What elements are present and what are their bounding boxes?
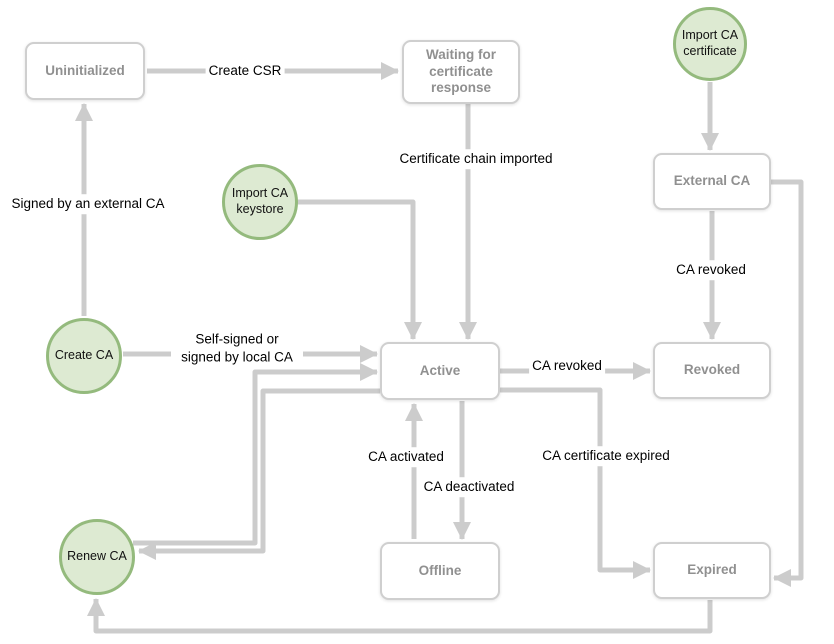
edge-label-ca-deactivated: CA deactivated <box>420 477 518 497</box>
edge-label-ca-revoked-active: CA revoked <box>529 356 605 376</box>
edge-label-ca-activated: CA activated <box>365 447 447 467</box>
action-create-ca-label: Create CA <box>54 348 114 363</box>
edge-label-self-signed: Self-signed or signed by local CA <box>171 329 303 367</box>
edge-expired-renew <box>87 598 713 634</box>
action-renew-ca-label: Renew CA <box>67 549 127 564</box>
action-renew-ca: Renew CA <box>59 519 135 595</box>
state-external-ca: External CA <box>653 153 771 210</box>
state-active-label: Active <box>419 362 461 378</box>
state-active: Active <box>380 342 500 400</box>
state-revoked-label: Revoked <box>683 362 741 378</box>
state-uninitialized-label: Uninitialized <box>45 62 125 78</box>
state-waiting-for-certificate-response: Waiting for certificate response <box>402 40 520 104</box>
state-uninitialized: Uninitialized <box>25 42 145 100</box>
edge-external-ca-expired <box>771 179 804 587</box>
edge-label-signed-by-external-ca: Signed by an external CA <box>8 194 168 214</box>
action-import-ca-certificate: Import CA certificate <box>673 7 747 81</box>
state-offline: Offline <box>380 542 500 600</box>
edge-active-expired <box>500 387 651 579</box>
edge-import-ca-keystore <box>297 199 422 340</box>
edge-label-ca-revoked-external: CA revoked <box>673 260 749 280</box>
state-revoked: Revoked <box>653 342 771 399</box>
state-offline-label: Offline <box>418 562 462 578</box>
edge-label-certificate-chain-imported: Certificate chain imported <box>396 149 556 169</box>
action-create-ca: Create CA <box>46 318 122 394</box>
edge-renew-active <box>133 363 378 546</box>
edge-label-ca-certificate-expired: CA certificate expired <box>539 446 673 466</box>
state-waiting-label: Waiting for certificate response <box>426 46 496 96</box>
state-expired-label: Expired <box>687 562 737 578</box>
action-import-ca-keystore-label: Import CA keystore <box>231 186 289 216</box>
state-expired: Expired <box>653 542 771 599</box>
edge-active-renew <box>138 388 380 560</box>
action-import-ca-certificate-label: Import CA certificate <box>681 28 739 58</box>
edge-label-create-csr: Create CSR <box>205 61 285 81</box>
state-external-ca-label: External CA <box>673 173 751 189</box>
action-import-ca-keystore: Import CA keystore <box>222 164 298 240</box>
